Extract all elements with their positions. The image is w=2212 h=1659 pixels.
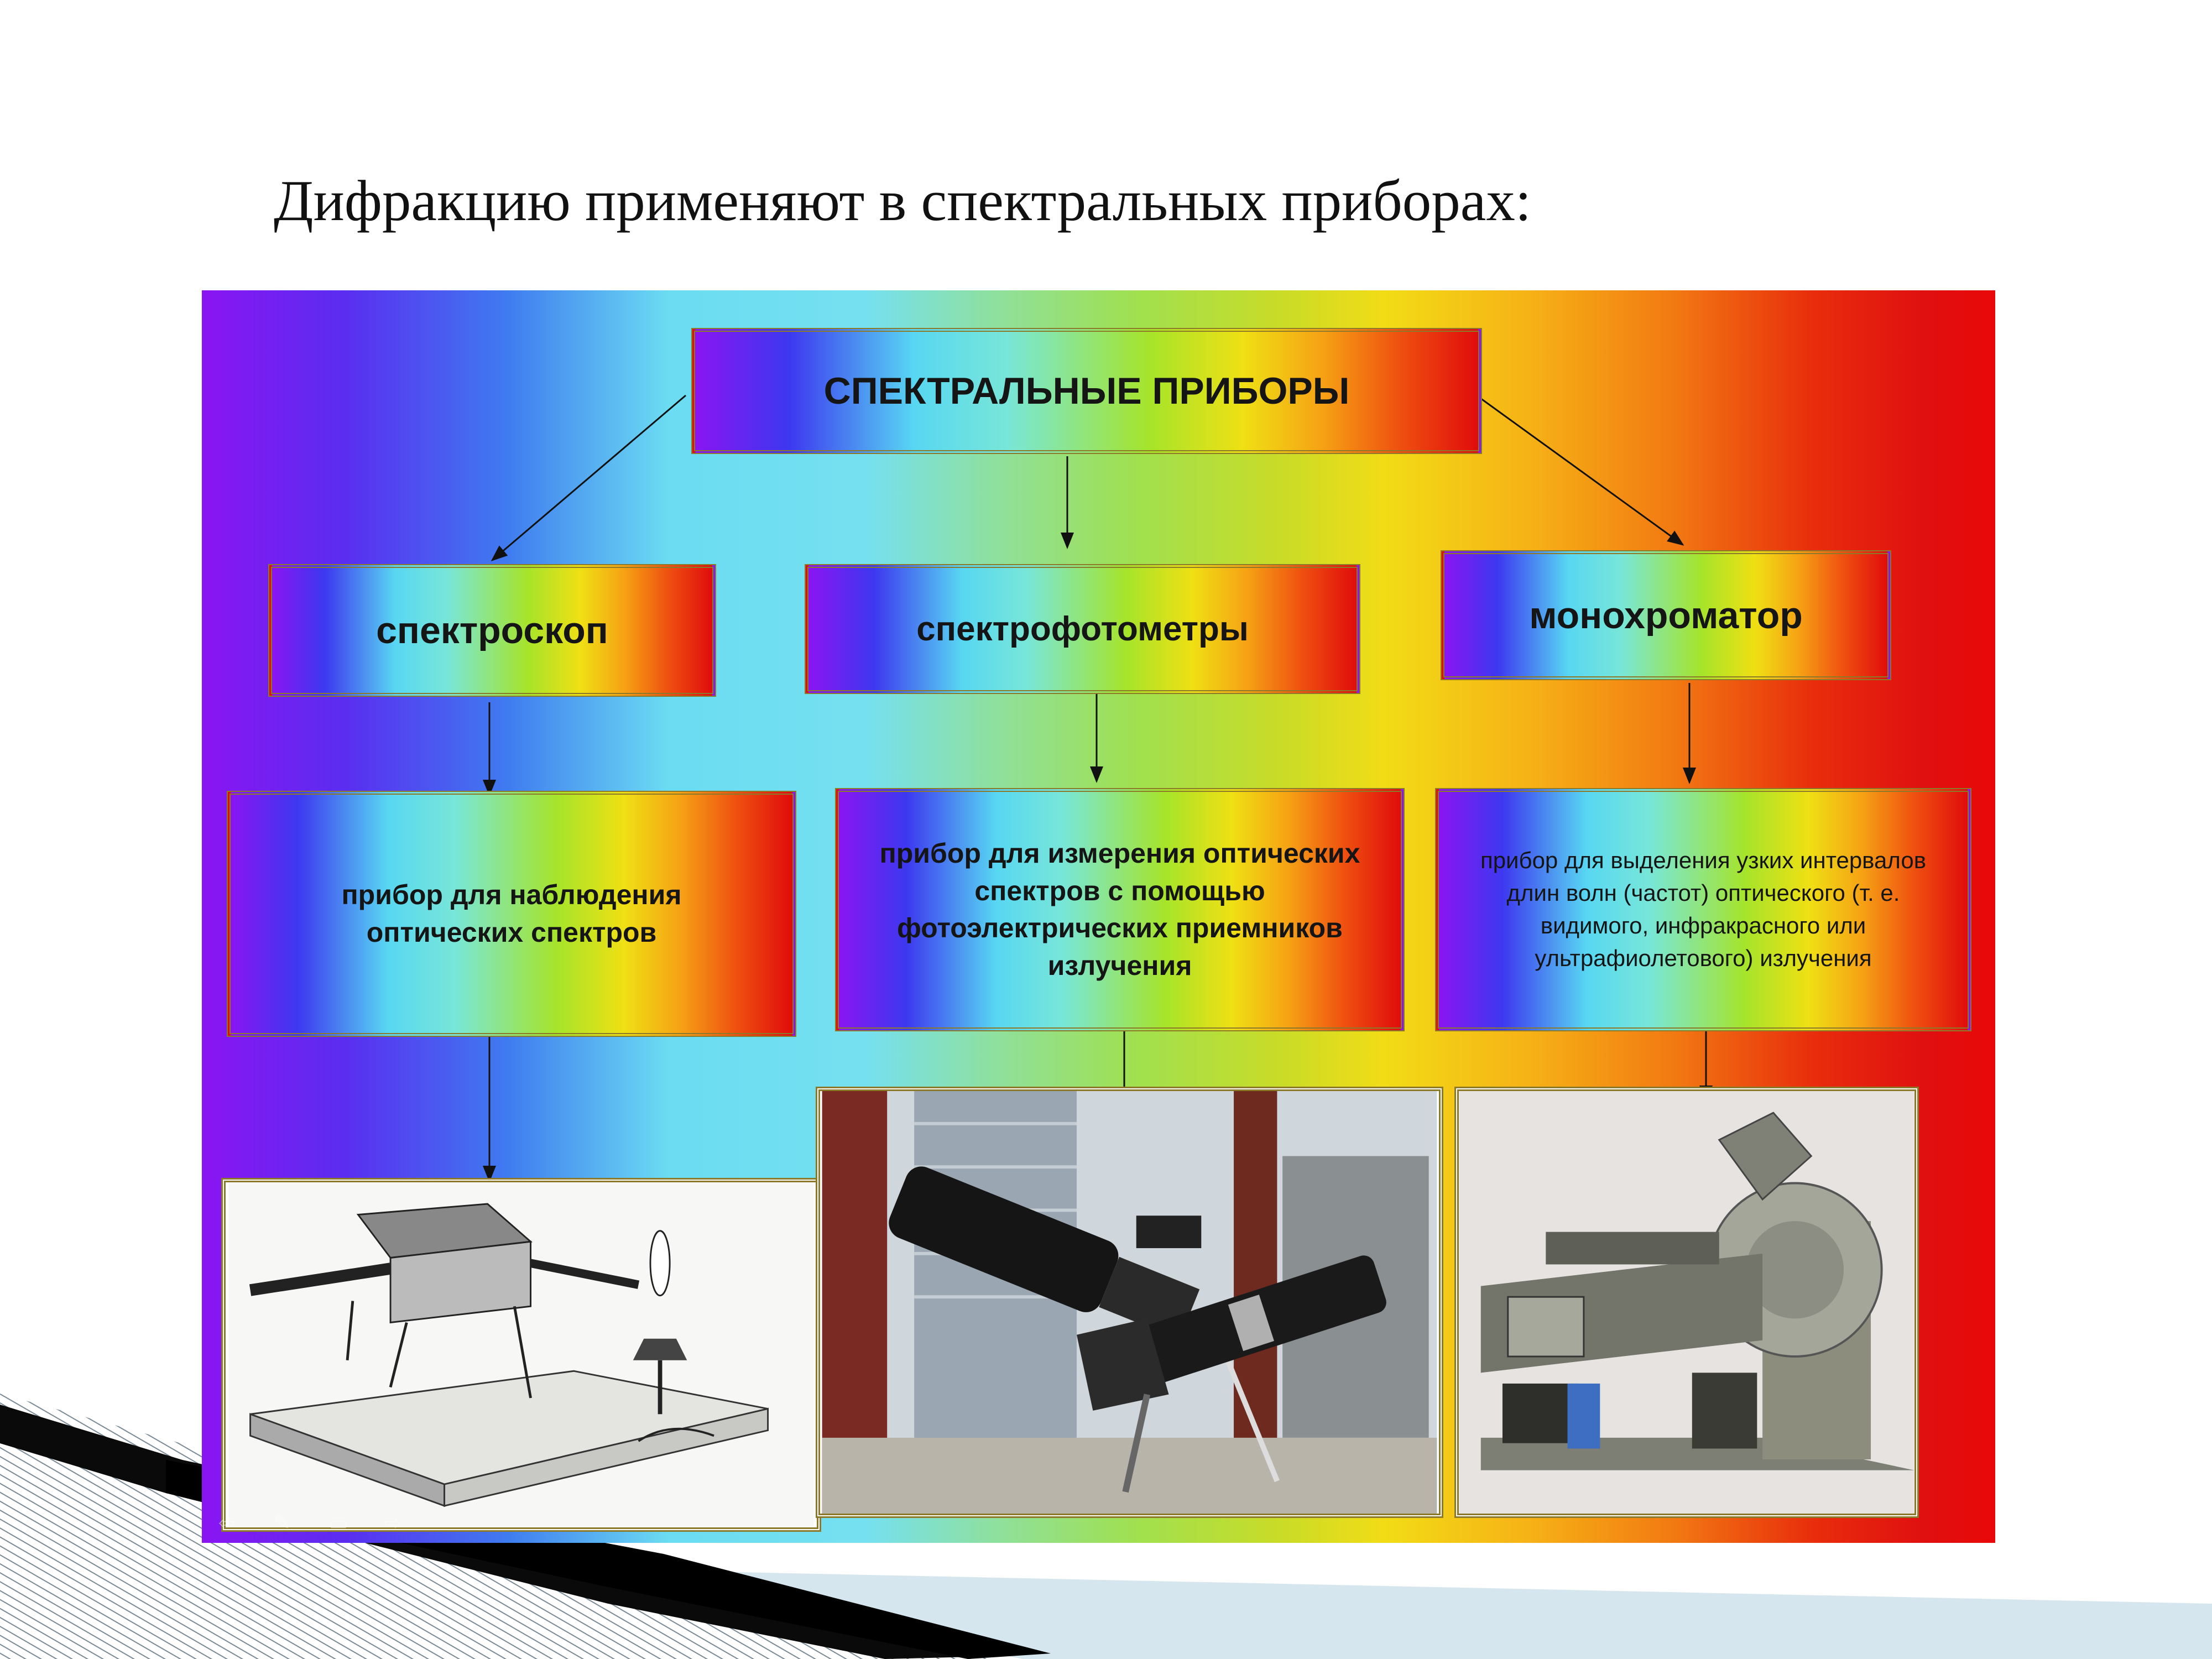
- pen-icon[interactable]: ✎: [274, 1511, 307, 1529]
- slide-menu-icon[interactable]: ▭: [329, 1511, 362, 1529]
- arrow-left-icon[interactable]: ⇦: [218, 1511, 252, 1529]
- desc-spectroscope: прибор для наблюдения оптических спектро…: [227, 791, 796, 1037]
- slide-title: Дифракцию применяют в спектральных прибо…: [274, 166, 1531, 236]
- node-spectrophotometer: спектрофотометры: [805, 564, 1360, 694]
- spectroscope-label: спектроскоп: [376, 609, 608, 652]
- monochromator-photo: [1454, 1087, 1919, 1518]
- monochromator-label: монохроматор: [1529, 594, 1803, 637]
- spectrophotometer-label: спектрофотометры: [916, 609, 1249, 649]
- spectrophotometer-photo: [816, 1087, 1443, 1518]
- spectroscope-photo: [221, 1178, 821, 1532]
- desc-monochromator: прибор для выделения узких интервалов дл…: [1435, 788, 1971, 1031]
- root-node-box: СПЕКТРАЛЬНЫЕ ПРИБОРЫ: [691, 328, 1482, 454]
- monochromator-description: прибор для выделения узких интервалов дл…: [1439, 844, 1968, 974]
- spectroscope-description: прибор для наблюдения оптических спектро…: [231, 877, 792, 951]
- diagram-panel: СПЕКТРАЛЬНЫЕ ПРИБОРЫ спектроскоп спектро…: [202, 290, 1995, 1543]
- desc-spectrophotometer: прибор для измерения оптических спектров…: [835, 788, 1405, 1031]
- spectrophotometer-description: прибор для измерения оптических спектров…: [839, 835, 1401, 984]
- arrow-right-icon[interactable]: ⇨: [384, 1511, 418, 1529]
- root-node-label: СПЕКТРАЛЬНЫЕ ПРИБОРЫ: [824, 369, 1350, 413]
- node-spectroscope: спектроскоп: [268, 564, 716, 697]
- node-monochromator: монохроматор: [1441, 550, 1891, 680]
- slide-navigation: ⇦ ✎ ▭ ⇨: [218, 1511, 418, 1529]
